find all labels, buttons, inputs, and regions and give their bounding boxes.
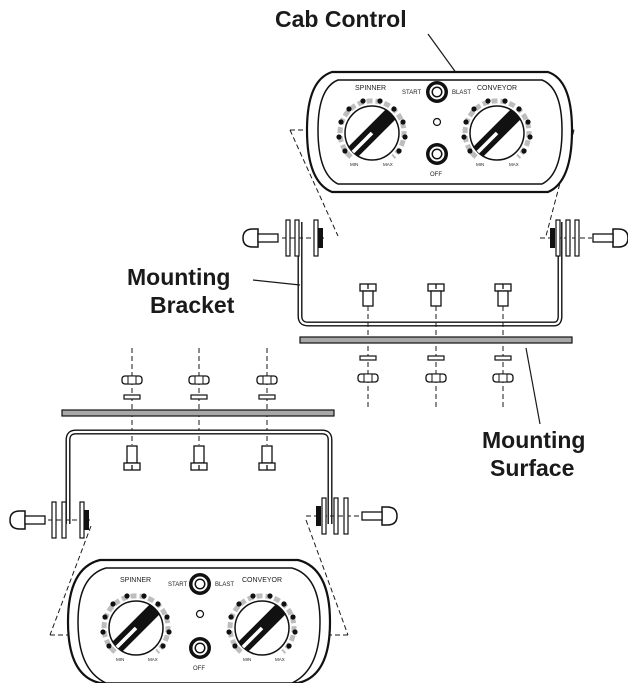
min-label: MIN bbox=[243, 657, 251, 662]
mounting-bracket-top bbox=[297, 222, 563, 327]
right-thumb-screw-bottom bbox=[306, 497, 398, 535]
left-thumb-screw-bottom bbox=[9, 501, 90, 539]
max-label: MAX bbox=[275, 657, 285, 662]
off-button-bottom bbox=[189, 637, 211, 659]
indicator-light bbox=[432, 117, 442, 127]
start-blast-button-top bbox=[426, 81, 448, 103]
max-label: MAX bbox=[509, 162, 519, 167]
max-label: MAX bbox=[383, 162, 393, 167]
mounting-surface-label-line2: Surface bbox=[490, 455, 574, 481]
spinner-label: SPINNER bbox=[355, 85, 386, 92]
off-label: OFF bbox=[193, 666, 205, 672]
mounting-bracket-label-line1: Mounting bbox=[127, 264, 230, 290]
mounting-surface-top bbox=[299, 336, 573, 344]
cab-control-unit-bottom: SPINNER CONVEYOR START BLAST OFF MIN MAX… bbox=[66, 558, 332, 683]
right-thumb-screw-top bbox=[540, 219, 628, 257]
cab-control-label: Cab Control bbox=[275, 6, 407, 32]
start-label: START bbox=[402, 90, 421, 96]
conveyor-label: CONVEYOR bbox=[242, 577, 282, 584]
mounting-bracket-leader bbox=[252, 279, 301, 286]
min-label: MIN bbox=[116, 657, 124, 662]
bottom-assembly: SPINNER CONVEYOR START BLAST OFF MIN MAX… bbox=[9, 348, 398, 683]
min-label: MIN bbox=[350, 162, 358, 167]
blast-label: BLAST bbox=[452, 90, 471, 96]
mounting-surface-leader bbox=[525, 347, 541, 425]
washers-nuts-bottom bbox=[121, 348, 278, 445]
cab-control-unit-top: SPINNER CONVEYOR START BLAST OFF MIN MAX… bbox=[305, 70, 574, 194]
mounting-surface-label-line1: Mounting bbox=[482, 427, 585, 453]
start-blast-button-bottom bbox=[189, 573, 211, 595]
mounting-bracket-label-line2: Bracket bbox=[150, 292, 235, 318]
washers-nuts-top bbox=[357, 355, 514, 383]
left-thumb-screw-top bbox=[242, 219, 324, 257]
projection-line bbox=[305, 519, 349, 636]
blast-label: BLAST bbox=[215, 582, 234, 588]
projection-line bbox=[289, 129, 339, 237]
min-label: MIN bbox=[476, 162, 484, 167]
mounting-bracket-bottom bbox=[65, 429, 333, 524]
conveyor-label: CONVEYOR bbox=[477, 85, 517, 92]
off-label: OFF bbox=[430, 172, 442, 178]
start-label: START bbox=[168, 582, 187, 588]
indicator-light bbox=[195, 609, 205, 619]
spinner-label: SPINNER bbox=[120, 577, 151, 584]
mounting-surface-bottom bbox=[61, 409, 335, 417]
max-label: MAX bbox=[148, 657, 158, 662]
off-button-top bbox=[426, 143, 448, 165]
bolts-top bbox=[359, 283, 512, 408]
projection-line bbox=[49, 525, 92, 636]
top-assembly: Cab Control SPINNER CONVEYOR START BLAST… bbox=[127, 6, 628, 481]
bolts-bottom bbox=[123, 445, 276, 471]
